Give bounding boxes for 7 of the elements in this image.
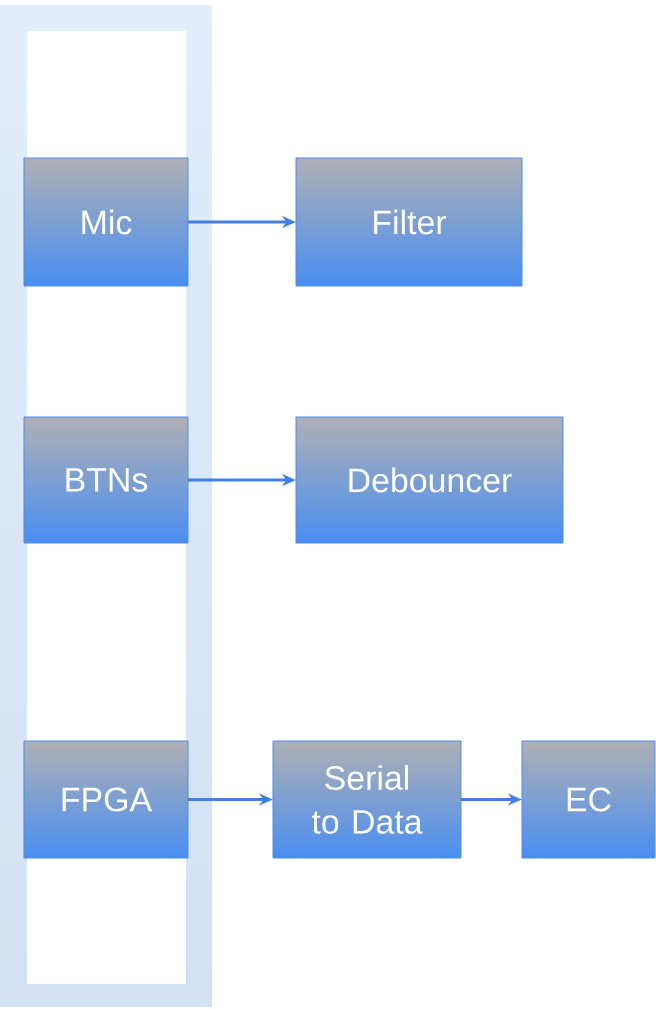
process-box: Debouncer	[295, 416, 564, 544]
process-box: Serial to Data	[272, 740, 462, 859]
process-box: FPGA	[23, 740, 189, 859]
process-box: Mic	[23, 157, 189, 287]
process-box: Filter	[295, 157, 523, 287]
process-box: EC	[521, 740, 656, 859]
process-box: BTNs	[23, 416, 189, 544]
